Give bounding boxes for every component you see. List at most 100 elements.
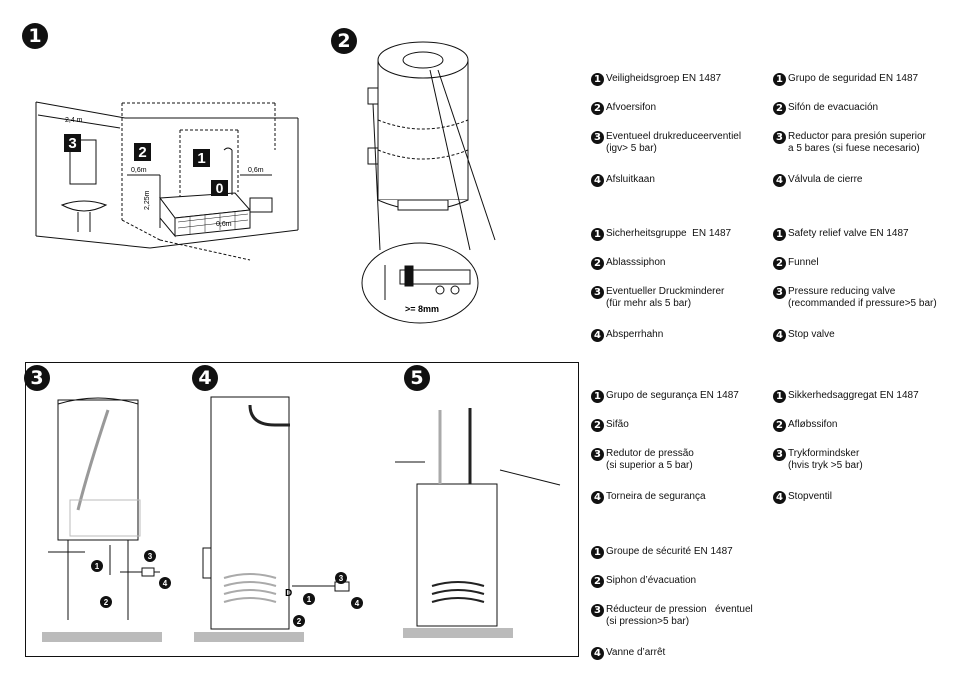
legend-text: Vanne d’arrêt [606, 647, 666, 658]
number-3-icon: 3 [591, 131, 604, 144]
number-4-icon: 4 [591, 329, 604, 342]
figure-2-number: 2 [331, 28, 357, 54]
number-1-icon: 1 [591, 390, 604, 403]
legend-text: Veiligheidsgroep EN 1487 [606, 73, 722, 84]
figure-5-number: 5 [404, 365, 430, 391]
zone-2-label: 2 [138, 144, 146, 161]
dimension-2-25m: 2,25m [144, 190, 151, 210]
legend-text: Groupe de sécurité EN 1487 [606, 546, 733, 557]
legend-text: Safety relief valve EN 1487 [788, 228, 909, 239]
number-2-icon: 2 [773, 257, 786, 270]
legend-text: Absperrhahn [606, 329, 664, 340]
legend-text: Trykformindsker (hvis tryk >5 bar) [788, 448, 863, 471]
legend-text: Grupo de segurança EN 1487 [606, 390, 739, 401]
dimension-0-6m-front: 0,6m [216, 221, 232, 228]
number-4-icon: 4 [773, 174, 786, 187]
number-4-icon: 4 [591, 491, 604, 504]
number-1-icon: 1 [773, 73, 786, 86]
number-3-icon: 3 [773, 448, 786, 461]
number-4-icon: 4 [591, 647, 604, 660]
number-2-icon: 2 [773, 102, 786, 115]
legend-text: Afsluitkaan [606, 174, 655, 185]
number-1-icon: 1 [591, 546, 604, 559]
legend-text: Réducteur de pression éventuel (si press… [606, 604, 753, 627]
legend-text: Ablasssiphon [606, 257, 666, 268]
number-2-icon: 2 [591, 257, 604, 270]
legend-text: Sifón de evacuación [788, 102, 879, 113]
number-3-icon: 3 [591, 604, 604, 617]
legend-text: Afløbssifon [788, 419, 838, 430]
zone-0-label: 0 [216, 180, 224, 196]
number-3-icon: 3 [773, 131, 786, 144]
number-1-icon: 1 [591, 228, 604, 241]
dimension-2-4m: 2,4 m [65, 117, 83, 124]
number-2-icon: 2 [591, 575, 604, 588]
legend-text: Funnel [788, 257, 819, 268]
zone-1-label: 1 [197, 150, 205, 167]
legend-text: Sikkerhedsaggregat EN 1487 [788, 390, 919, 401]
legend-text: Reductor para presión superior a 5 bares… [788, 131, 926, 154]
legend-text: Grupo de seguridad EN 1487 [788, 73, 919, 84]
legend-text: Redutor de pressão (si superior a 5 bar) [606, 448, 694, 471]
legend-text: Sifão [606, 419, 629, 430]
legend-text: Torneira de segurança [606, 491, 706, 502]
legend-text: Eventueel drukreduceerventiel (igv> 5 ba… [606, 131, 742, 154]
legend-text: Eventueller Druckminderer (für mehr als … [606, 286, 725, 309]
legend-text: Afvoersifon [606, 102, 657, 113]
number-2-icon: 2 [591, 102, 604, 115]
legend-text: Válvula de cierre [788, 174, 863, 185]
number-4-icon: 4 [773, 491, 786, 504]
number-1-icon: 1 [773, 228, 786, 241]
figure-3-number: 3 [24, 365, 50, 391]
legend-text: Stopventil [788, 491, 832, 502]
number-3-icon: 3 [591, 448, 604, 461]
clearance-label: >= 8mm [405, 304, 439, 314]
installation-panel-frame [25, 362, 579, 657]
dimension-0-6m-zone2: 0,6m [131, 167, 147, 174]
number-1-icon: 1 [773, 390, 786, 403]
number-2-icon: 2 [591, 419, 604, 432]
figure-4-number: 4 [192, 365, 218, 391]
number-4-icon: 4 [773, 329, 786, 342]
dimension-0-6m-side: 0,6m [248, 167, 264, 174]
number-4-icon: 4 [591, 174, 604, 187]
number-3-icon: 3 [773, 286, 786, 299]
number-1-icon: 1 [591, 73, 604, 86]
number-3-icon: 3 [591, 286, 604, 299]
legend-text: Pressure reducing valve (recommanded if … [788, 286, 937, 309]
number-2-icon: 2 [773, 419, 786, 432]
figure-1-number: 1 [22, 23, 48, 49]
legend-text: Siphon d’évacuation [606, 575, 697, 586]
legend-text: Sicherheitsgruppe EN 1487 [606, 228, 732, 239]
zone-3-label: 3 [68, 135, 76, 152]
legend-text: Stop valve [788, 329, 835, 340]
